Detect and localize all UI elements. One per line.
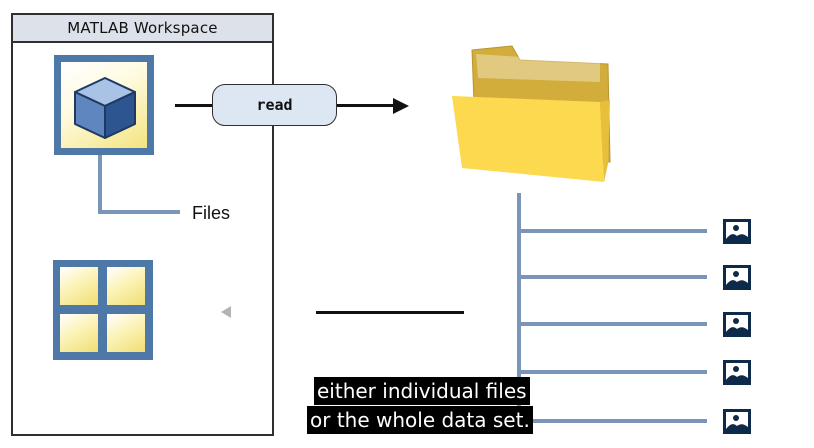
folder-icon[interactable] bbox=[450, 42, 620, 192]
arrow-right-icon bbox=[393, 98, 409, 114]
folder-tree-branch bbox=[517, 322, 707, 326]
folder-tree-branch bbox=[517, 229, 707, 233]
files-label: Files bbox=[192, 203, 231, 223]
arrow-line-left bbox=[175, 104, 215, 107]
table-grid-icon[interactable] bbox=[53, 260, 153, 360]
caption-line-2: or the whole data set. bbox=[307, 406, 533, 434]
image-file-icon[interactable] bbox=[722, 359, 752, 386]
folder-tree-branch bbox=[517, 370, 707, 374]
datastore-connector-horizontal bbox=[98, 210, 180, 214]
cursor-triangle-icon bbox=[221, 306, 231, 318]
datastore-icon[interactable] bbox=[54, 55, 154, 155]
table-cell bbox=[107, 267, 145, 305]
table-cell bbox=[107, 314, 145, 352]
cube-icon bbox=[74, 77, 136, 139]
table-cell bbox=[60, 267, 98, 305]
read-function-pill[interactable]: read bbox=[212, 84, 337, 126]
folder-tree-branch bbox=[517, 419, 707, 423]
table-cell bbox=[60, 314, 98, 352]
folder-tree-branch bbox=[517, 275, 707, 279]
image-file-icon[interactable] bbox=[722, 218, 752, 245]
partial-line bbox=[316, 311, 464, 314]
workspace-title: MATLAB Workspace bbox=[13, 15, 272, 43]
datastore-connector-vertical bbox=[98, 154, 102, 214]
image-file-icon[interactable] bbox=[722, 408, 752, 435]
image-file-icon[interactable] bbox=[722, 264, 752, 291]
folder-tree-trunk bbox=[517, 193, 521, 431]
caption-line-1: either individual files bbox=[314, 377, 530, 405]
arrow-line-right bbox=[337, 104, 397, 107]
datastore-icon-background bbox=[61, 62, 147, 148]
image-file-icon[interactable] bbox=[722, 311, 752, 338]
